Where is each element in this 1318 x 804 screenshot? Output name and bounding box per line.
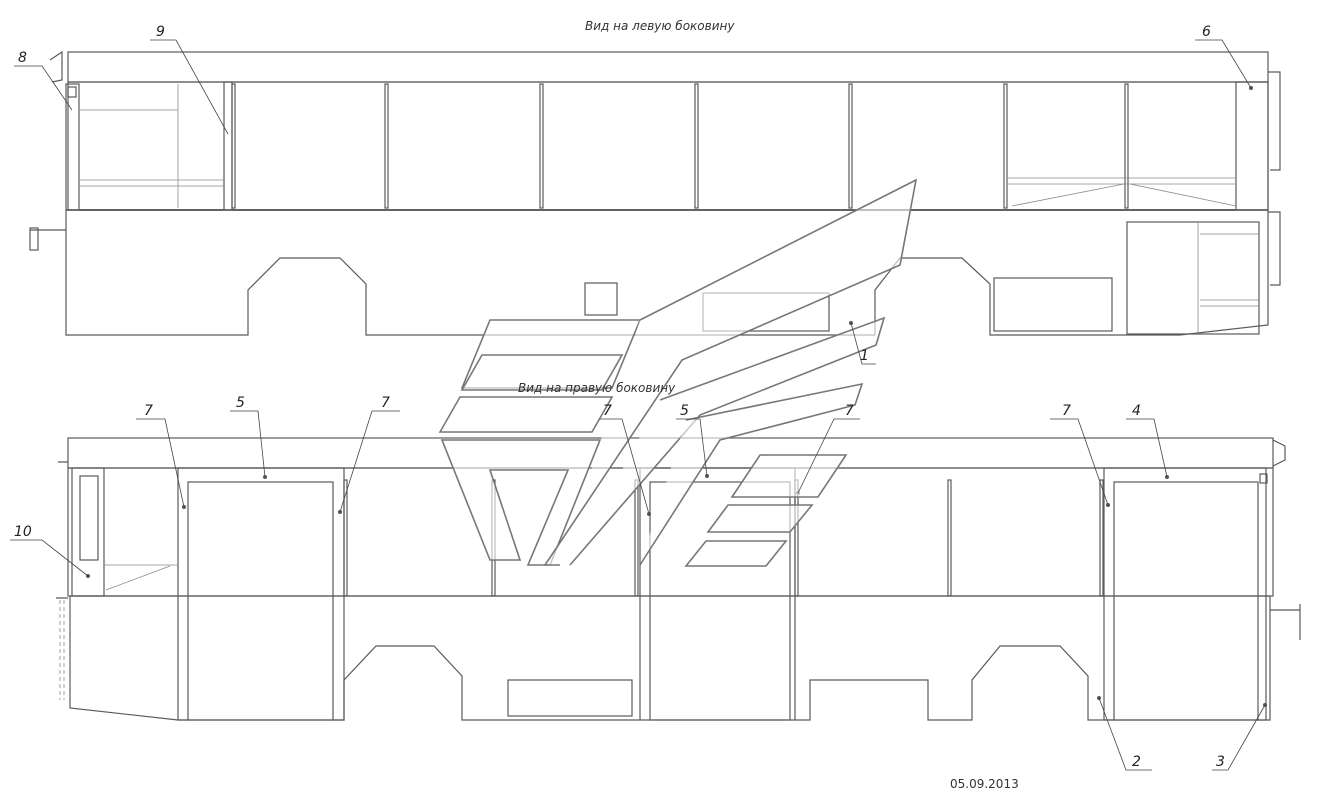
callout-7-b: 7	[381, 395, 390, 411]
left-view-title: Вид на левую боковину	[585, 19, 735, 33]
callout-6: 6	[1202, 24, 1211, 40]
callout-7-d: 7	[845, 403, 854, 419]
callout-7-e: 7	[1062, 403, 1071, 419]
marker-lamp	[67, 86, 77, 98]
callout-7-a: 7	[144, 403, 153, 419]
callout-7-c: 7	[603, 403, 612, 419]
right-side-view	[56, 437, 1301, 721]
left-side-view	[29, 50, 1281, 336]
luggage-hatch	[507, 679, 633, 717]
callout-9: 9	[156, 24, 165, 40]
rear-door-right	[1103, 467, 1267, 721]
drawing-date: 05.09.2013	[950, 777, 1019, 791]
callout-5-a: 5	[236, 395, 245, 411]
front-window-slot	[79, 475, 99, 561]
callout-3: 3	[1216, 754, 1225, 770]
callout-8: 8	[18, 50, 27, 66]
front-pillar	[65, 83, 80, 211]
right-window-dividers	[343, 479, 1104, 597]
rear-door	[1126, 221, 1260, 335]
left-roof	[67, 51, 1269, 83]
front-door	[177, 467, 345, 721]
callout-leaders	[10, 39, 1266, 771]
rear-pillar	[1235, 81, 1269, 211]
right-lower-body	[69, 596, 1271, 721]
callout-2: 2	[1132, 754, 1141, 770]
service-hatch-right	[993, 277, 1113, 332]
callout-5-b: 5	[680, 403, 689, 419]
callout-10: 10	[14, 524, 32, 540]
door-pillar	[223, 81, 233, 211]
fuel-hatch	[584, 282, 618, 316]
right-view-title: Вид на правую боковину	[518, 381, 676, 395]
callout-1: 1	[860, 348, 869, 364]
brand-logo-watermark	[438, 178, 918, 567]
callout-4: 4	[1132, 403, 1141, 419]
left-window-dividers	[231, 83, 1129, 209]
